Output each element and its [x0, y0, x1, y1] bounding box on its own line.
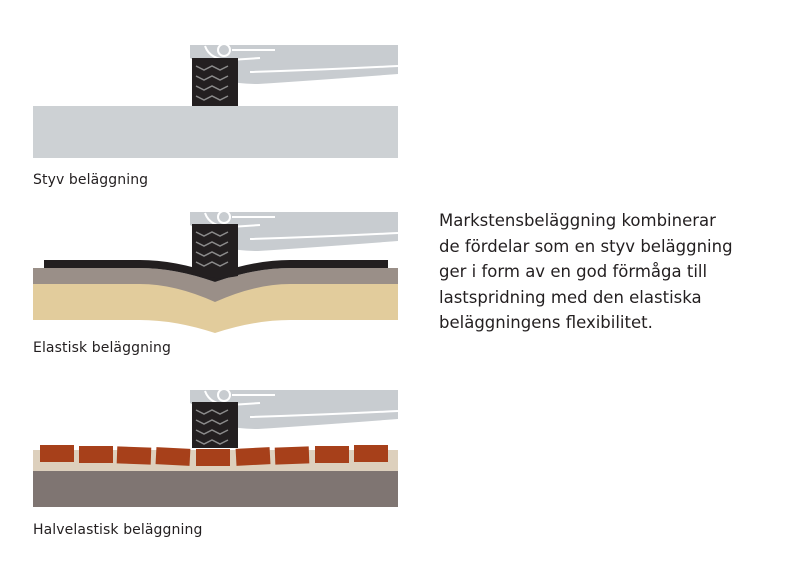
- car-illustration-semi-elastic: [190, 388, 399, 429]
- paver-brick: [116, 446, 152, 465]
- semi-elastic-soil-layer: [33, 471, 398, 507]
- car-illustration-rigid: [190, 43, 399, 84]
- semi-elastic-bedding-layer: [33, 450, 398, 473]
- paver-brick: [274, 446, 310, 465]
- paver-brick: [196, 449, 230, 466]
- paver-brick: [354, 445, 388, 462]
- caption-elastic-pavement: Elastisk beläggning: [33, 340, 172, 356]
- description-line: lastspridning med den elastiska: [439, 287, 702, 307]
- caption-semi-elastic-pavement: Halvelastisk beläggning: [33, 522, 203, 538]
- elastic-base-layer: [33, 268, 398, 302]
- paver-brick: [315, 446, 349, 463]
- paver-brick: [40, 445, 74, 462]
- description-line: de fördelar som en styv beläggning: [439, 236, 733, 256]
- elastic-subgrade-layer: [33, 283, 398, 333]
- tyre-rigid: [192, 58, 238, 106]
- tyre-elastic: [192, 224, 238, 279]
- paver-bricks: [40, 445, 388, 466]
- description-line: beläggningens flexibilitet.: [439, 313, 653, 332]
- paver-brick: [79, 446, 113, 463]
- caption-rigid-pavement: Styv beläggning: [33, 172, 149, 188]
- elastic-asphalt-layer: [44, 260, 388, 282]
- description-line: ger i form av en god förmåga till: [439, 262, 708, 281]
- description-text: Markstensbeläggning kombinerar de fördel…: [439, 208, 779, 336]
- tyre-semi-elastic: [192, 402, 238, 448]
- paver-brick: [155, 447, 191, 466]
- rigid-concrete-slab: [33, 106, 398, 158]
- paver-brick: [235, 447, 271, 466]
- car-illustration-elastic: [190, 210, 399, 251]
- description-line: Markstensbeläggning kombinerar: [439, 211, 716, 230]
